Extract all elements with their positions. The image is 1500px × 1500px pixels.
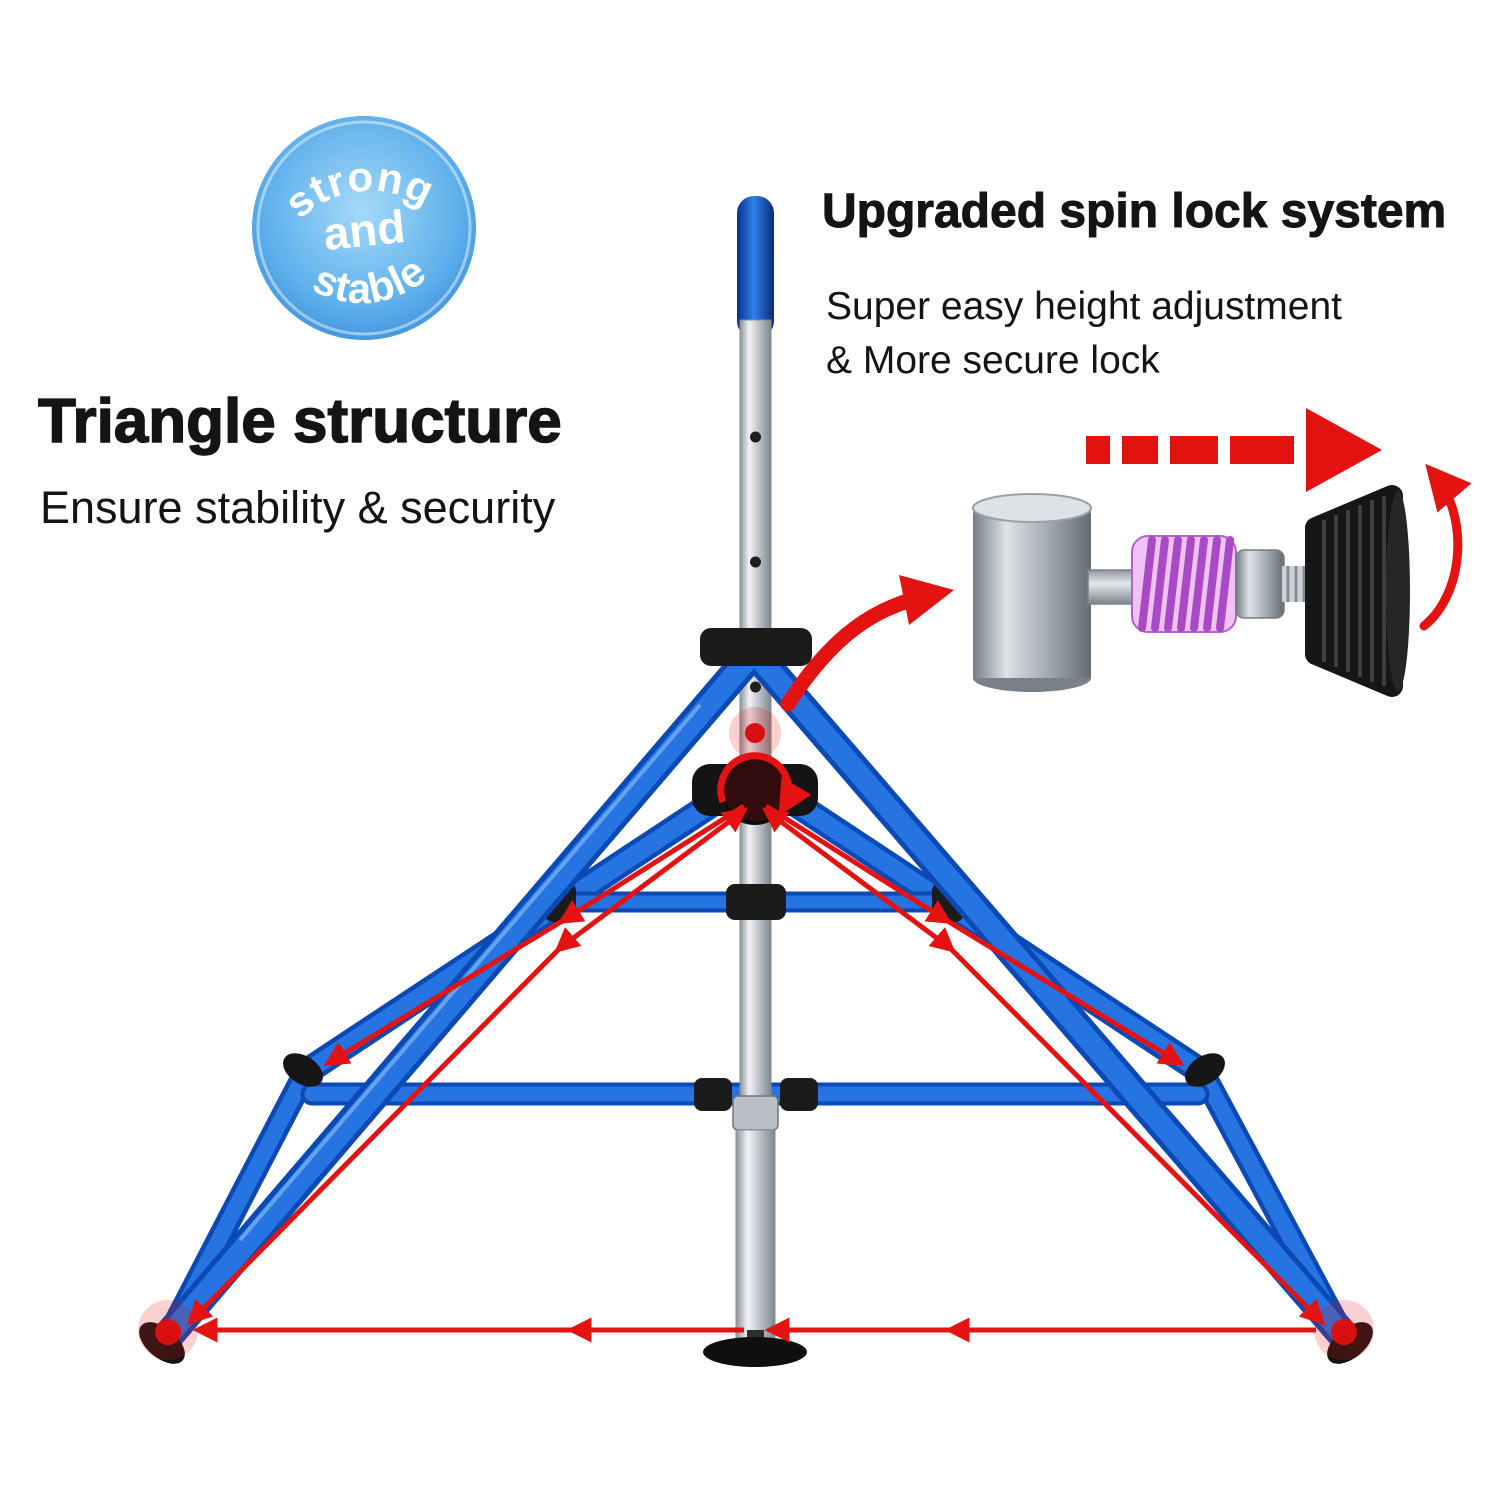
left-subtitle: Ensure stability & security (40, 482, 556, 533)
right-subtitle-line2: & More secure lock (826, 338, 1160, 382)
lock-spring (1131, 535, 1237, 633)
pole-joint-collar (732, 1095, 779, 1131)
rotate-direction-arrow (1419, 463, 1472, 631)
low-bar-pole-clamp-right (780, 1078, 818, 1111)
badge-circle (252, 116, 476, 340)
left-title: Triangle structure (37, 386, 562, 457)
badge-ring (256, 120, 472, 336)
badge-text-middle: and (321, 200, 408, 260)
spring-collar (1235, 549, 1285, 619)
stability-arrows (186, 803, 1326, 1343)
strong-stable-badge: strong and stable (252, 116, 476, 340)
lock-knob (1305, 485, 1410, 697)
pull-direction-arrow (1086, 408, 1382, 492)
right-subtitle-line1: Super easy height adjustment (826, 285, 1342, 328)
right-title: Upgraded spin lock system (821, 185, 1447, 239)
pole-grip (737, 196, 774, 338)
callout-leader-arrow (780, 575, 955, 712)
receiver-cylinder (972, 493, 1092, 692)
adjustment-holes (750, 431, 761, 693)
right-subtitle: Super easy height adjustment & More secu… (826, 280, 1342, 388)
pole-base-foot (703, 1337, 807, 1367)
top-pole-clamp (700, 628, 812, 666)
vertex-highlights (138, 707, 1374, 1360)
spin-rotation-arrow (717, 752, 812, 817)
spin-lock-mechanism (972, 408, 1472, 697)
lock-shaft (1087, 569, 1135, 605)
mid-bar-pole-clamp (726, 884, 786, 920)
low-bar-pole-clamp-left (694, 1078, 732, 1111)
